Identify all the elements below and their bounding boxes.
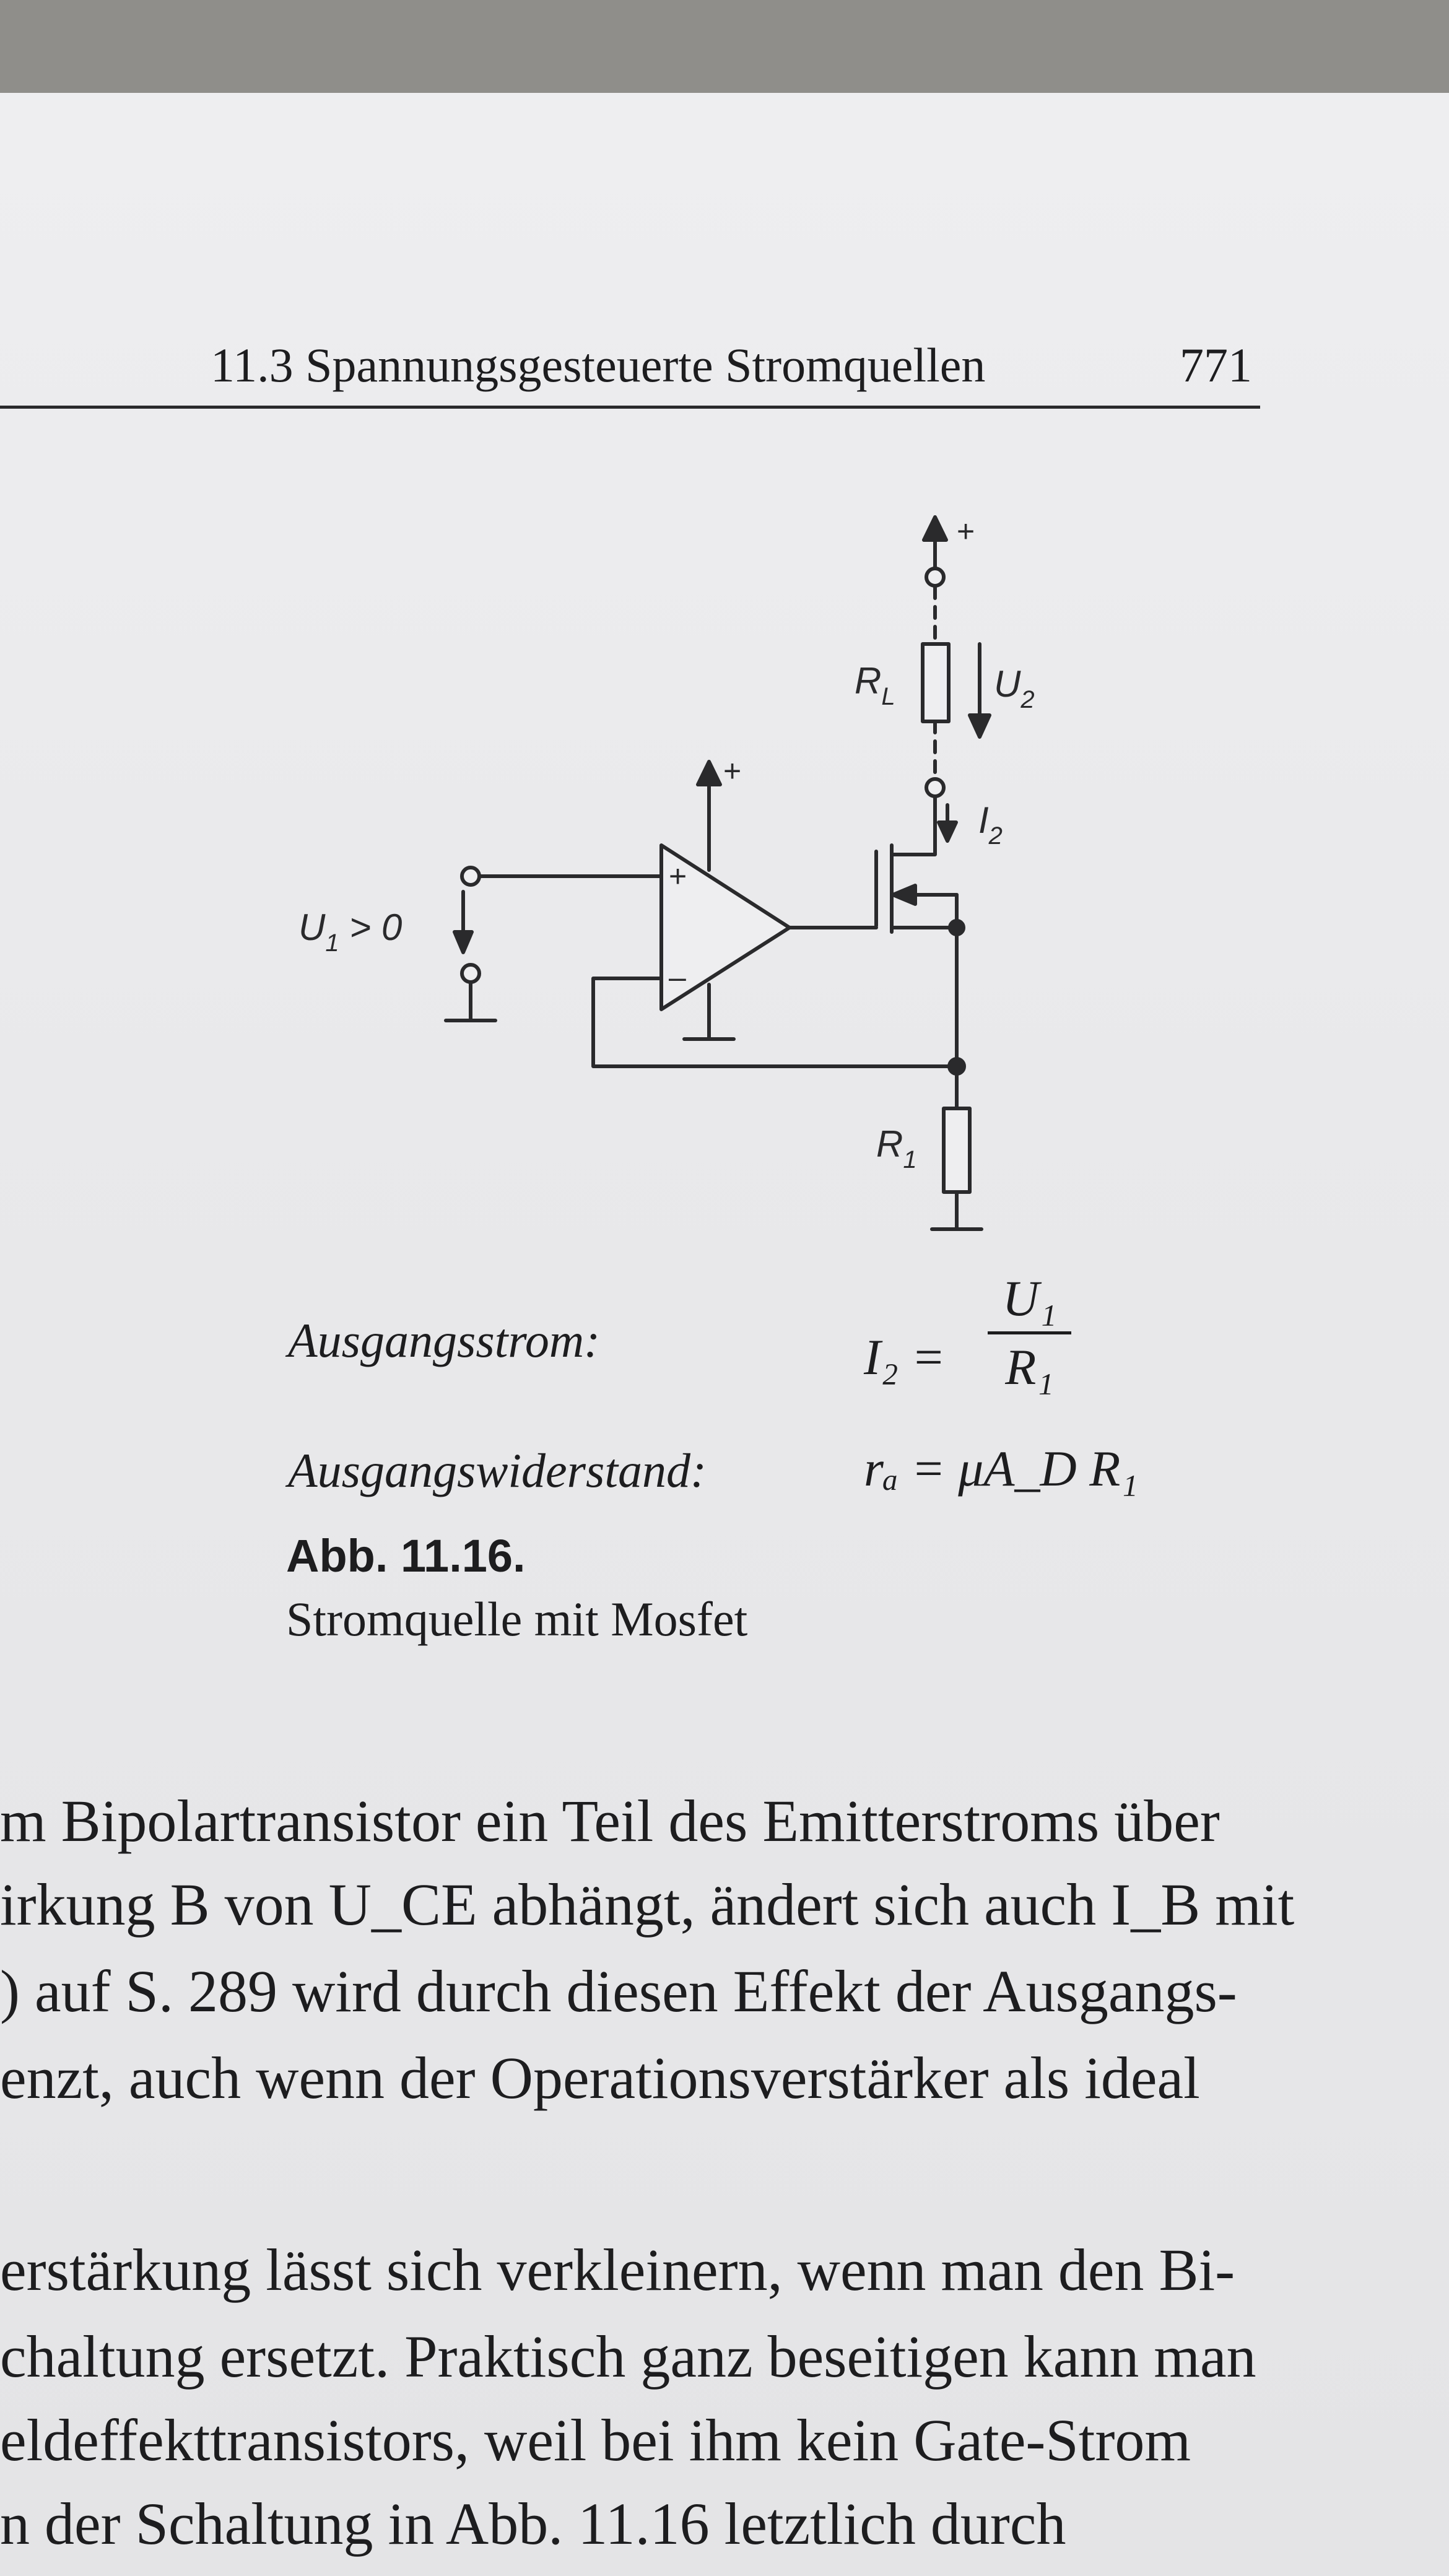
body-text-line: chaltung ersetzt. Praktisch ganz beseiti… [0,2323,1256,2390]
opamp [659,843,791,1011]
output-current-label-text: Ausgangsstrom: [288,1313,601,1367]
opamp-supply-label: + [723,754,741,788]
supply-arrowhead-top [922,515,948,542]
input-voltage-label: U1 > 0 [298,907,402,957]
drain-wire [890,796,937,856]
sense-resistor-label: R1 [876,1123,917,1173]
load-resistor [921,642,951,723]
output-resistance-label-text: Ausgangswiderstand: [288,1443,707,1497]
output-current-formula-lhs: I₂ = [864,1329,946,1385]
output-current-fraction: U₁ R₁ [988,1269,1071,1396]
body-text-line: n der Schaltung in Abb. 11.16 letztlich … [0,2491,1066,2557]
figure-title: Stromquelle mit Mosfet [286,1592,748,1646]
body-text-line: enzt, auch wenn der Operationsverstärker… [0,2045,1200,2111]
opamp-minus-input-label: – [669,960,686,994]
opamp-supply-arrowhead [696,760,722,786]
output-resistance-formula: rₐ = μA_D R₁ [864,1440,1138,1497]
feedback-wire [591,977,959,1068]
supply-top-label: + [957,514,975,549]
i2-arrowhead [937,820,958,843]
output-current-label: I2 [978,799,1003,850]
mosfet-arrowhead [891,884,917,906]
sense-resistor [942,1107,972,1194]
fraction-numerator: U₁ [1002,1270,1057,1326]
fraction-denominator: R₁ [1005,1339,1054,1395]
body-text-line: ) auf S. 289 wird durch diesen Effekt de… [0,1958,1237,2024]
output-voltage-label: U2 [994,663,1035,713]
body-text-line: eldeffekttransistors, weil bei ihm kein … [0,2407,1191,2473]
page-number: 771 [1180,338,1252,392]
body-text-line: m Bipolartransistor ein Teil des Emitter… [0,1788,1220,1854]
input-terminal [460,866,481,887]
input-ground-terminal [460,963,481,984]
opamp-plus-input-label: + [669,859,687,894]
figure-number: Abb. 11.16. [286,1530,526,1582]
book-page [0,93,1449,2576]
header-rule [0,406,1260,409]
u2-arrowhead [968,713,991,739]
running-head: 11.3 Spannungsgesteuerte Stromquellen [211,338,986,392]
terminal-top [925,567,946,588]
load-resistor-label: RL [855,660,895,710]
fraction-bar [988,1331,1071,1334]
body-text-line: irkung B von U_CE abhängt, ändert sich a… [0,1871,1295,1938]
terminal-bottom [925,777,946,798]
u1-arrowhead [453,930,474,954]
body-text-line: erstärkung lässt sich verkleinern, wenn … [0,2237,1235,2303]
